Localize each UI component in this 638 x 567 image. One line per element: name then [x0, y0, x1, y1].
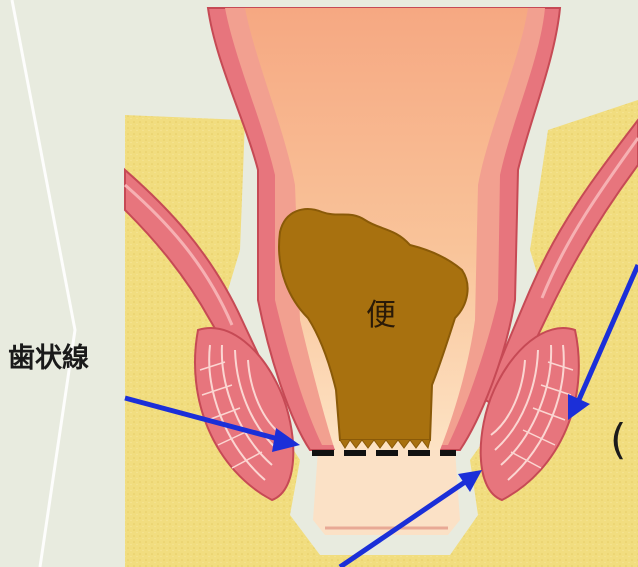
stool-label: 便 — [366, 290, 396, 334]
background-divider-line — [12, 0, 75, 567]
anal-canal — [313, 450, 460, 535]
partial-label-paren: ( — [610, 415, 626, 464]
dentate-line-label: 歯状線 — [8, 336, 89, 375]
